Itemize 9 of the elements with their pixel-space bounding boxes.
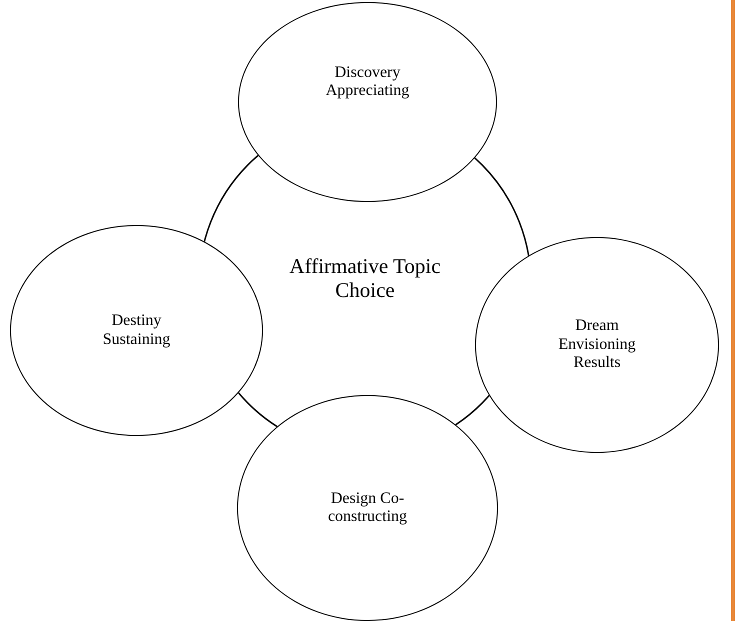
ellipse-node: [237, 395, 498, 621]
node-label: Discovery Appreciating: [324, 64, 410, 100]
node-label: Design Co-constructing: [326, 490, 408, 526]
node-label: Destiny Sustaining: [102, 312, 172, 349]
ellipse-node: [475, 237, 719, 453]
ellipse-node: [10, 225, 263, 436]
node-label: Dream Envisioning Results: [557, 317, 637, 373]
node-label: Affirmative Topic Choice: [288, 254, 442, 302]
ellipse-node: [238, 2, 497, 202]
